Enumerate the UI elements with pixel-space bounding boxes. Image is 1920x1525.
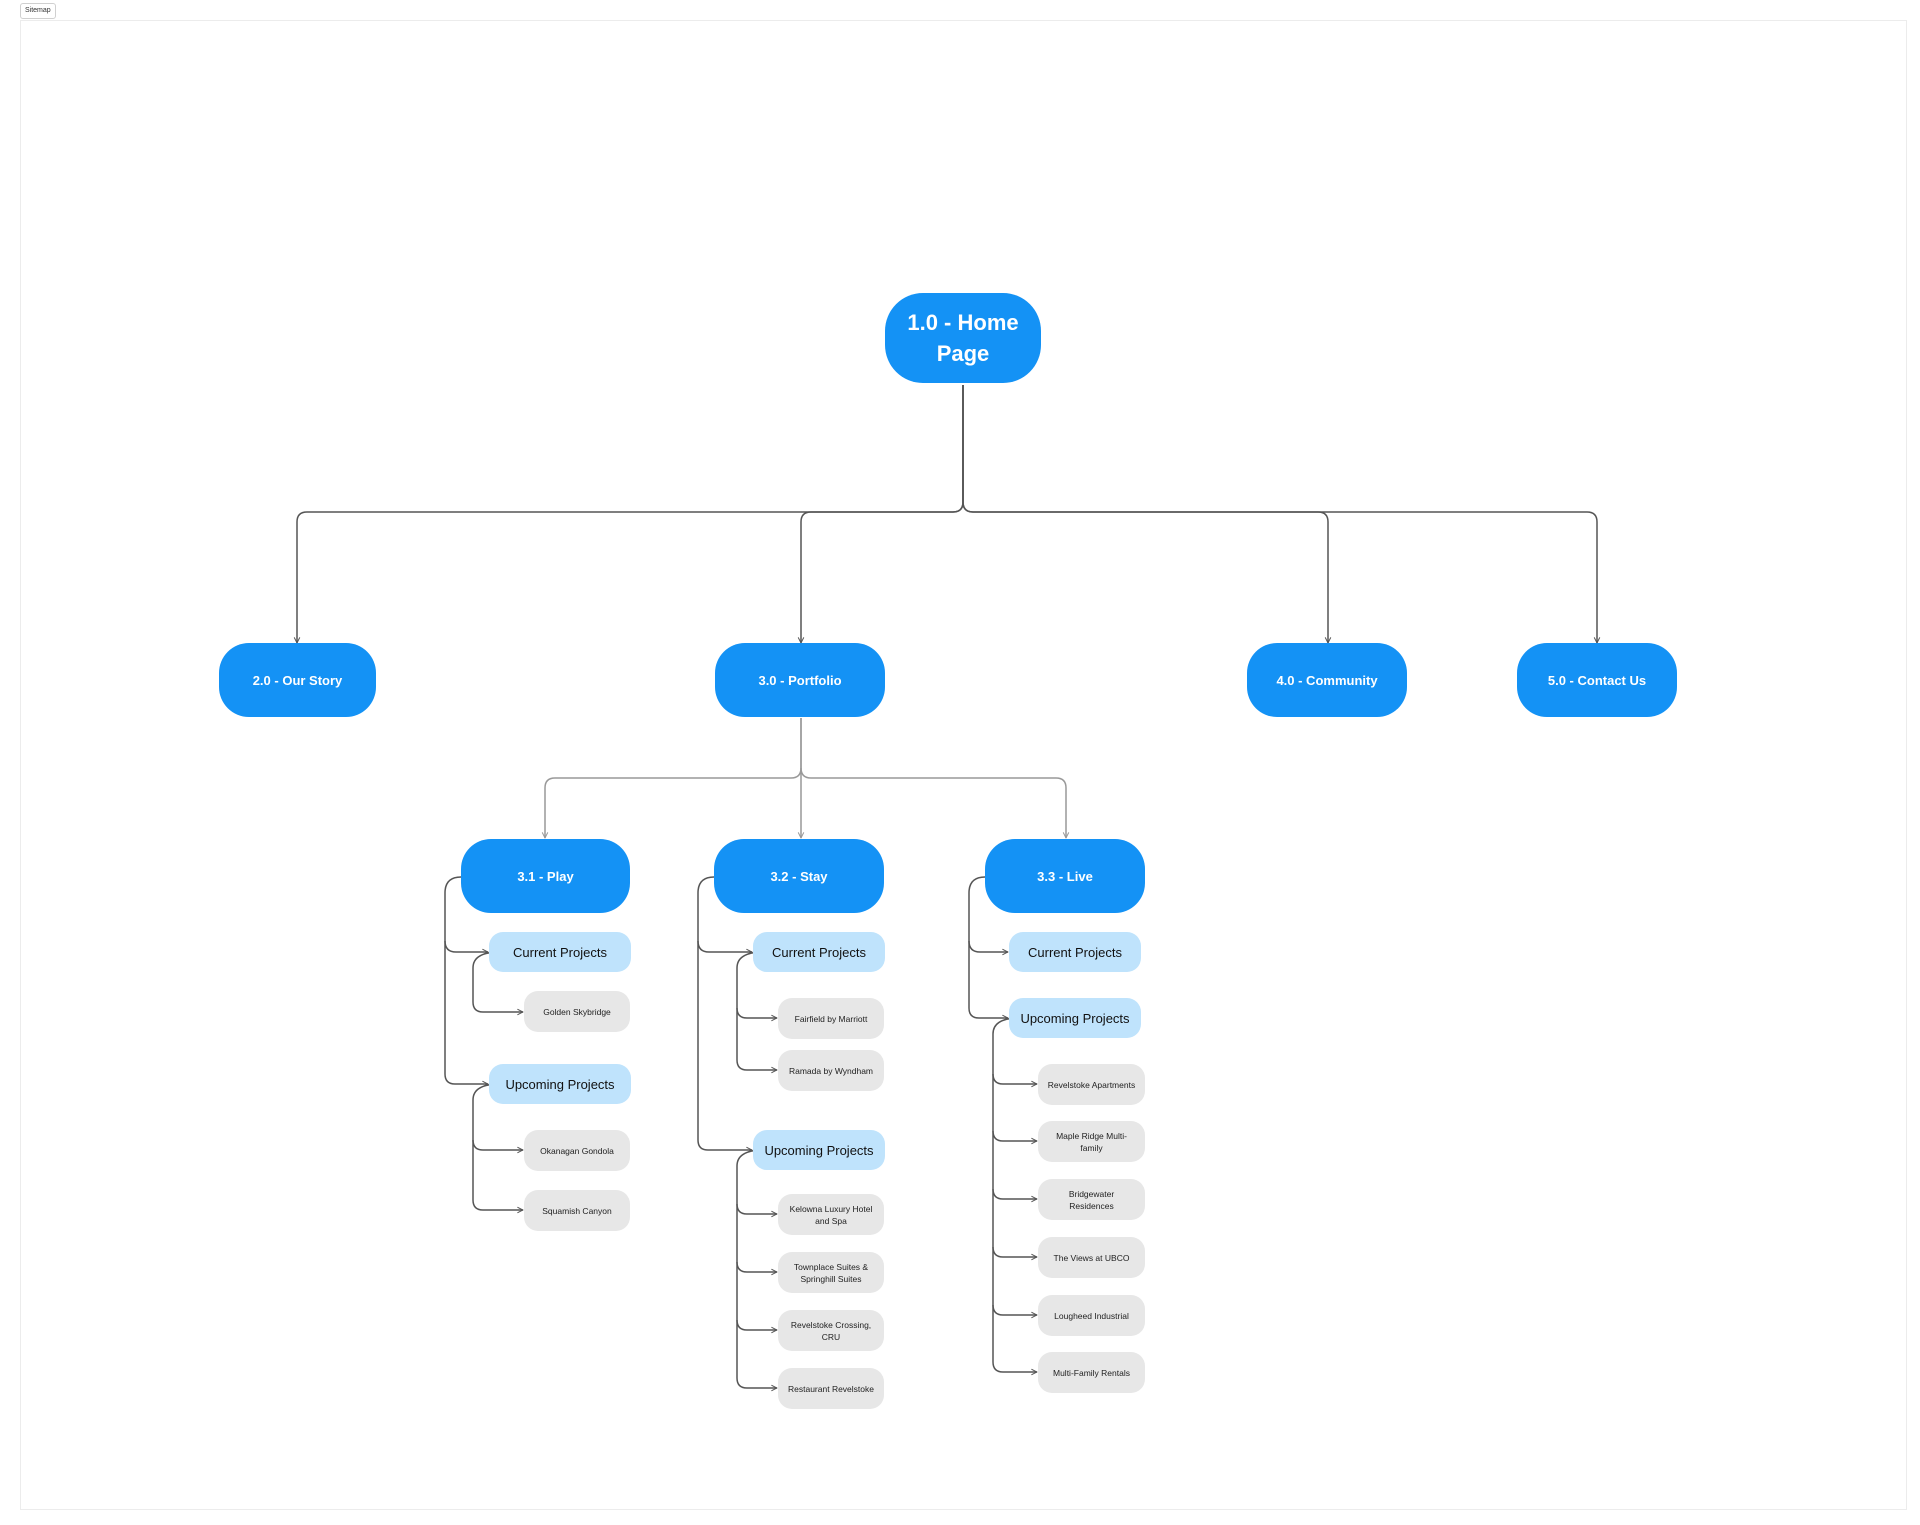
play-current-projects: Current Projects [489, 932, 631, 972]
connector-home-portfolio [801, 385, 964, 643]
sitemap-frame [20, 20, 1907, 1510]
connector-home-community [962, 385, 1328, 643]
project-revelstoke-apartments: Revelstoke Apartments [1038, 1064, 1145, 1105]
project-ramada-by-wyndham: Ramada by Wyndham [778, 1050, 884, 1091]
project-townplace-suites: Townplace Suites & Springhill Suites [778, 1252, 884, 1293]
connector-play-upcoming [444, 941, 488, 1084]
frame-label: Sitemap [20, 3, 56, 19]
play-upcoming-projects: Upcoming Projects [489, 1064, 631, 1104]
portfolio-node: 3.0 - Portfolio [715, 643, 885, 717]
project-bridgewater-residences: Bridgewater Residences [1038, 1179, 1145, 1220]
connector-play-golden [472, 951, 523, 1012]
project-the-views-at-ubco: The Views at UBCO [1038, 1237, 1145, 1278]
connector-portfolio-play [545, 718, 802, 838]
contact-us-node: 5.0 - Contact Us [1517, 643, 1677, 717]
stay-current-projects: Current Projects [753, 932, 885, 972]
project-squamish-canyon: Squamish Canyon [524, 1190, 630, 1231]
connector-home-contact [962, 385, 1597, 643]
our-story-node: 2.0 - Our Story [219, 643, 376, 717]
connector-play-squamish [472, 1140, 523, 1210]
project-lougheed-industrial: Lougheed Industrial [1038, 1295, 1145, 1336]
project-revelstoke-crossing: Revelstoke Crossing, CRU [778, 1310, 884, 1351]
play-node: 3.1 - Play [461, 839, 630, 913]
stay-upcoming-projects: Upcoming Projects [753, 1130, 885, 1170]
project-okanagan-gondola: Okanagan Gondola [524, 1130, 630, 1171]
connector-live-upcoming [968, 941, 1008, 1018]
connector-live-multi-family [992, 1305, 1037, 1372]
project-maple-ridge-multi-family: Maple Ridge Multi-family [1038, 1121, 1145, 1162]
live-node: 3.3 - Live [985, 839, 1145, 913]
connector-stay-upcoming [697, 941, 752, 1150]
live-upcoming-projects: Upcoming Projects [1009, 998, 1141, 1038]
connector-stay-restaurant [736, 1320, 777, 1388]
home-page-node: 1.0 - Home Page [885, 293, 1041, 383]
live-current-projects: Current Projects [1009, 932, 1141, 972]
community-node: 4.0 - Community [1247, 643, 1407, 717]
project-fairfield-by-marriott: Fairfield by Marriott [778, 998, 884, 1039]
project-kelowna-luxury-hotel: Kelowna Luxury Hotel and Spa [778, 1194, 884, 1235]
connector-stay-ramada [736, 1008, 777, 1070]
connector-portfolio-live [800, 767, 1066, 838]
stay-node: 3.2 - Stay [714, 839, 884, 913]
project-multi-family-rentals: Multi-Family Rentals [1038, 1352, 1145, 1393]
project-restaurant-revelstoke: Restaurant Revelstoke [778, 1368, 884, 1409]
connector-home-trunk [297, 385, 964, 643]
project-golden-skybridge: Golden Skybridge [524, 991, 630, 1032]
